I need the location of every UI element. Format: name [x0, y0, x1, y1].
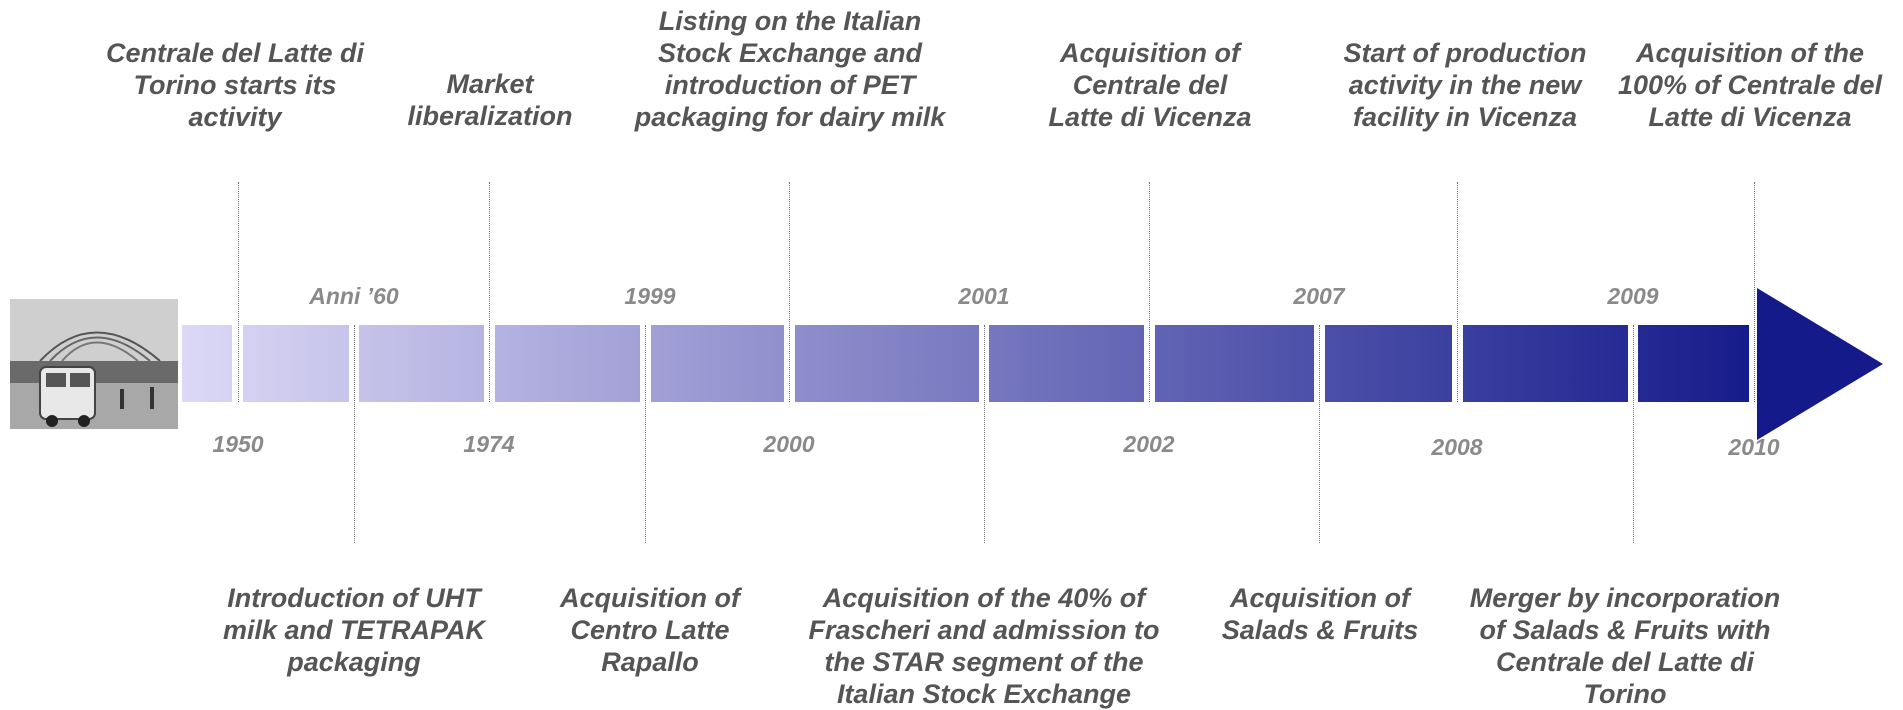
event-2007: Acquisition of Salads & Fruits — [1221, 583, 1419, 645]
event-2002: Acquisition of Centrale del Latte di Vic… — [1048, 38, 1252, 132]
event-2001: Acquisition of the 40% of Frascheri and … — [808, 583, 1160, 709]
connector-2008 — [1457, 182, 1458, 402]
event-1974: Market liberalization — [407, 69, 573, 131]
timeline-segment — [359, 325, 484, 402]
connector-1974 — [489, 182, 490, 402]
year-2008: 2008 — [1431, 434, 1483, 460]
timeline-segment — [495, 325, 640, 402]
year-anni-60: Anni ’60 — [309, 283, 399, 309]
timeline-segment — [1463, 325, 1628, 402]
year-2001: 2001 — [958, 283, 1010, 309]
timeline-segment — [651, 325, 784, 402]
connector-2009 — [1633, 325, 1634, 543]
year-2010: 2010 — [1728, 434, 1780, 460]
timeline-segment — [1325, 325, 1452, 402]
year-2000: 2000 — [763, 431, 815, 457]
year-1974: 1974 — [463, 431, 515, 457]
connector-2002 — [1149, 182, 1150, 402]
connector-1999 — [645, 325, 646, 543]
connector-2000 — [789, 182, 790, 402]
event-2009: Merger by incorporation of Salads & Frui… — [1469, 583, 1781, 709]
event-2008: Start of production activity in the new … — [1343, 38, 1587, 132]
event-1950: Centrale del Latte di Torino starts its … — [105, 38, 365, 132]
event-2000: Listing on the Italian Stock Exchange an… — [634, 6, 946, 132]
timeline-segment — [795, 325, 979, 402]
timeline-segment — [1638, 325, 1749, 402]
timeline-segment — [1155, 325, 1314, 402]
year-2007: 2007 — [1293, 283, 1345, 309]
timeline-segment — [989, 325, 1144, 402]
timeline-segment — [182, 325, 232, 402]
connector-2001 — [984, 325, 985, 543]
connector-anni-60 — [354, 325, 355, 543]
connector-1950 — [238, 182, 239, 402]
event-2010: Acquisition of the 100% of Centrale del … — [1617, 38, 1883, 132]
year-1950: 1950 — [212, 431, 264, 457]
timeline-segment — [243, 325, 349, 402]
timeline-arrowhead — [1757, 288, 1883, 440]
year-2002: 2002 — [1123, 431, 1175, 457]
event-1999: Acquisition of Centro Latte Rapallo — [560, 583, 740, 677]
connector-2010 — [1754, 182, 1755, 402]
year-2009: 2009 — [1607, 283, 1659, 309]
connector-2007 — [1319, 325, 1320, 543]
event-anni-60: Introduction of UHT milk and TETRAPAK pa… — [222, 583, 486, 677]
year-1999: 1999 — [624, 283, 676, 309]
historic-photo — [10, 299, 178, 429]
